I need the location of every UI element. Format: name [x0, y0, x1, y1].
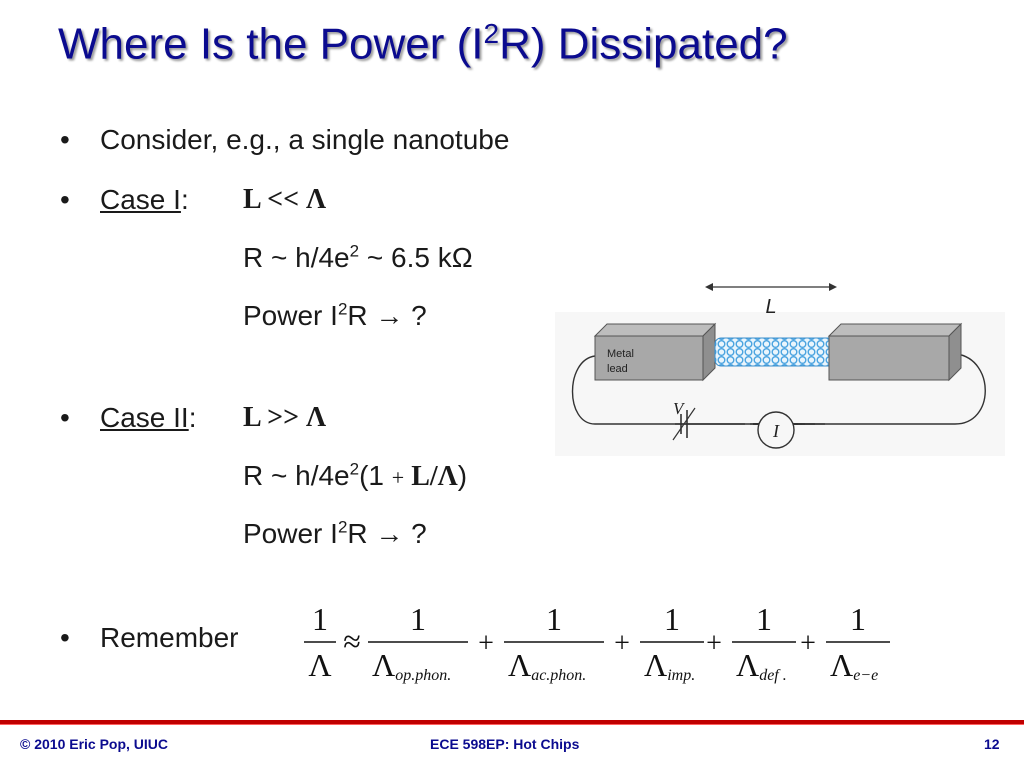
bullet-consider: Consider, e.g., a single nanotube — [100, 124, 509, 156]
left-lead-front — [594, 335, 704, 381]
term-numerator: 1 — [850, 601, 866, 637]
case2-r-post: ) — [457, 460, 468, 491]
term-denominator: Λe−e — [830, 647, 878, 684]
wire-right — [797, 353, 986, 425]
term-subscript: ac.phon. — [531, 667, 586, 684]
footer-bar — [0, 720, 1024, 725]
term-numerator: 1 — [410, 601, 426, 637]
case2-label: Case II — [100, 402, 189, 433]
current-label: I — [772, 421, 780, 441]
length-arrowhead-right — [829, 283, 837, 291]
right-lead-front — [828, 335, 950, 381]
case2-r-pre: R ~ h/4e — [243, 460, 350, 491]
bullet-marker: • — [60, 402, 70, 433]
lead-label-1: Metal — [607, 348, 634, 360]
case1-label: Case I — [100, 184, 181, 215]
case2-condition: L >> Λ — [243, 402, 327, 433]
case2-p-sup: 2 — [337, 517, 348, 537]
term-numerator: 1 — [756, 601, 772, 637]
case1-r-pre: R ~ h/4e — [243, 242, 350, 273]
lambda-symbol: Λ — [830, 647, 853, 683]
case1-p-post: R → ? — [347, 300, 427, 331]
case2-r-plus: + — [391, 465, 405, 490]
case2-resistance: R ~ h/4e2(1 + L/Λ) — [243, 460, 467, 493]
footer-course: ECE 598EP: Hot Chips — [430, 736, 580, 752]
case2-r-sup: 2 — [349, 459, 360, 479]
nanotube — [714, 337, 836, 367]
bullet-marker: • — [60, 622, 70, 653]
term-numerator: 1 — [664, 601, 680, 637]
case1-p-pre: Power I — [243, 300, 338, 331]
term-denominator: Λimp. — [644, 647, 695, 684]
formula-group: 1 Λ ≈ 1Λop.phon.+1Λac.phon.+1Λimp.+1Λdef… — [304, 601, 890, 684]
term-subscript: op.phon. — [395, 667, 451, 684]
length-label: L — [765, 296, 776, 318]
case2-heading: Case II: — [100, 402, 196, 434]
voltage-label: V — [673, 399, 686, 418]
battery-slash — [672, 407, 696, 441]
nanotube-diagram: L V I Metal lead — [555, 283, 1005, 456]
case1-colon: : — [180, 184, 189, 215]
term-numerator: 1 — [546, 601, 562, 637]
plus-sign: + — [614, 628, 630, 659]
lambda-symbol: Λ — [372, 647, 395, 683]
case1-r-post: ~ 6.5 kΩ — [359, 242, 473, 273]
lhs-denominator: Λ — [308, 647, 331, 683]
case1-p-sup: 2 — [337, 299, 348, 319]
case2-p-post: R → ? — [347, 518, 427, 549]
footer-page-number: 12 — [984, 736, 1000, 752]
lead-label-2: lead — [607, 363, 628, 375]
ammeter-circle — [757, 411, 795, 449]
case1-r-sup: 2 — [349, 241, 360, 261]
case2-colon: : — [188, 402, 197, 433]
lhs-numerator: 1 — [312, 601, 328, 637]
term-denominator: Λdef . — [736, 647, 787, 684]
case2-power: Power I2R → ? — [243, 518, 427, 550]
plus-sign: + — [800, 628, 816, 659]
plus-sign: + — [706, 628, 722, 659]
case2-r-mid: (1 — [359, 460, 392, 491]
case1-power: Power I2R → ? — [243, 300, 427, 332]
term-subscript: e−e — [853, 667, 878, 684]
formula: 1 Λ ≈ 1Λop.phon.+1Λac.phon.+1Λimp.+1Λdef… — [304, 601, 890, 684]
plus-sign: + — [478, 628, 494, 659]
left-lead-top — [593, 323, 717, 337]
case1-condition: L << Λ — [243, 184, 327, 215]
case2-p-pre: Power I — [243, 518, 338, 549]
term-subscript: imp. — [667, 667, 695, 684]
term-denominator: Λac.phon. — [508, 647, 586, 684]
length-arrowhead-left — [705, 283, 713, 291]
remember-text: Remember — [100, 622, 239, 653]
approx-sign: ≈ — [343, 623, 361, 659]
footer-copyright: © 2010 Eric Pop, UIUC — [20, 736, 169, 752]
lambda-symbol: Λ — [644, 647, 667, 683]
bullet-marker: • — [60, 124, 70, 155]
term-subscript: def . — [759, 667, 787, 684]
wire-left — [571, 355, 745, 425]
consider-text: Consider, e.g., a single nanotube — [100, 124, 510, 155]
slide-title: Where Is the Power (I2R) Dissipated? — [58, 18, 788, 69]
bullet-marker: • — [60, 184, 70, 215]
right-lead-top — [827, 323, 963, 337]
case1-heading: Case I: — [100, 184, 189, 216]
case1-resistance: R ~ h/4e2 ~ 6.5 kΩ — [243, 242, 473, 274]
lambda-symbol: Λ — [736, 647, 759, 683]
lambda-symbol: Λ — [508, 647, 531, 683]
case2-r-frac: L/Λ — [404, 461, 458, 492]
term-denominator: Λop.phon. — [372, 647, 451, 684]
